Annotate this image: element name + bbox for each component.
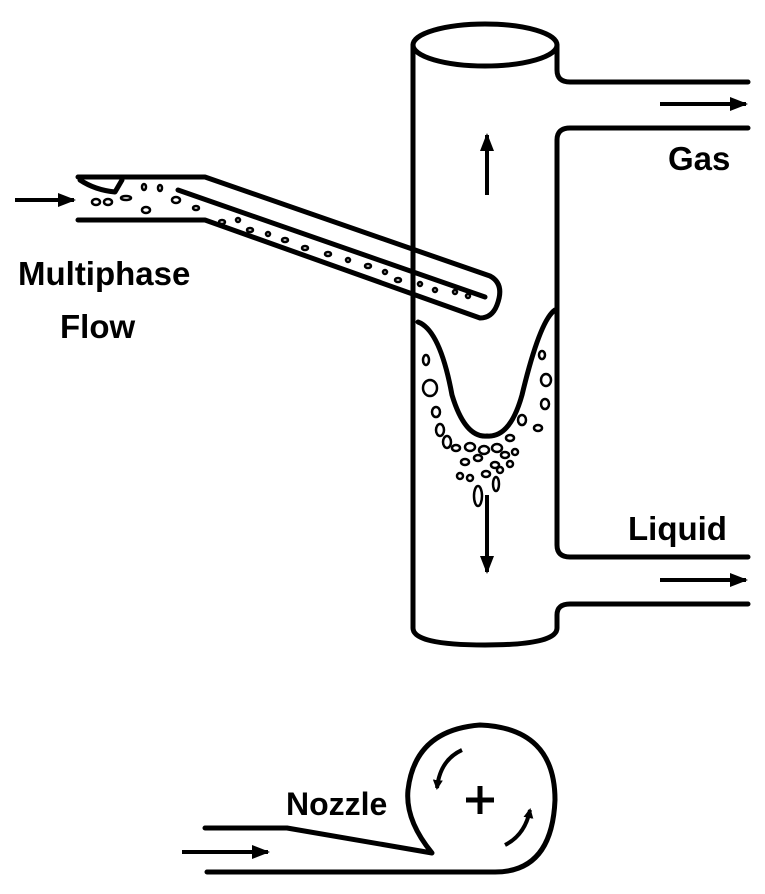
bubble <box>491 475 501 493</box>
swirl-arrow-bottom-icon <box>504 808 534 847</box>
bubble <box>505 459 515 469</box>
label-nozzle: Nozzle <box>286 786 387 822</box>
bubble <box>421 353 431 367</box>
bubble <box>430 405 442 419</box>
bubble <box>490 442 504 454</box>
bubble <box>532 423 544 433</box>
plus-center-icon <box>466 786 494 814</box>
bubble <box>499 450 511 460</box>
bubble <box>451 288 459 296</box>
bubble <box>450 443 462 453</box>
bubble <box>191 204 201 212</box>
bubble <box>217 218 227 226</box>
swirl-arrow-top-icon <box>432 748 463 790</box>
bubble <box>421 378 439 398</box>
bubble <box>363 262 373 270</box>
label-flow: Flow <box>60 308 135 345</box>
bubble <box>455 471 465 481</box>
bubble <box>516 413 528 427</box>
bubble <box>539 372 553 388</box>
bubble <box>140 182 148 192</box>
label-liquid: Liquid <box>628 510 727 547</box>
bubble <box>416 280 424 288</box>
bubble <box>381 268 389 276</box>
bubble <box>459 457 471 467</box>
bubble <box>472 484 484 508</box>
bubble <box>393 276 403 284</box>
bubble <box>170 195 182 205</box>
bubble <box>463 441 477 453</box>
bubble <box>90 197 102 207</box>
bubble <box>472 453 484 463</box>
bubble <box>441 434 453 450</box>
bubble <box>156 183 164 193</box>
bubble <box>431 286 439 294</box>
bubble <box>480 469 492 479</box>
bubble <box>495 465 505 475</box>
bubble <box>140 205 152 215</box>
label-gas: Gas <box>668 140 730 177</box>
bubble <box>537 349 547 361</box>
separator-vessel <box>410 21 751 648</box>
bubble <box>102 197 114 207</box>
bubble <box>300 244 310 252</box>
bubble <box>434 422 446 438</box>
bubble <box>344 256 352 264</box>
nozzle-inlet <box>202 722 558 875</box>
bubble <box>245 226 255 234</box>
bubble <box>477 444 491 456</box>
label-multiphase: Multiphase <box>18 255 190 292</box>
bubble <box>323 250 333 258</box>
bubble <box>504 433 516 443</box>
bubble <box>465 473 475 483</box>
bubble <box>119 194 133 202</box>
bubble <box>280 236 290 244</box>
bubble <box>489 460 501 470</box>
bubble <box>464 292 472 300</box>
bubble <box>264 230 272 238</box>
liquid-vortex-surface <box>415 307 558 439</box>
bubbles <box>90 182 553 508</box>
bubble <box>510 447 520 457</box>
bubble <box>234 216 242 224</box>
bubble <box>539 397 551 411</box>
inlet-pipe <box>75 174 503 321</box>
